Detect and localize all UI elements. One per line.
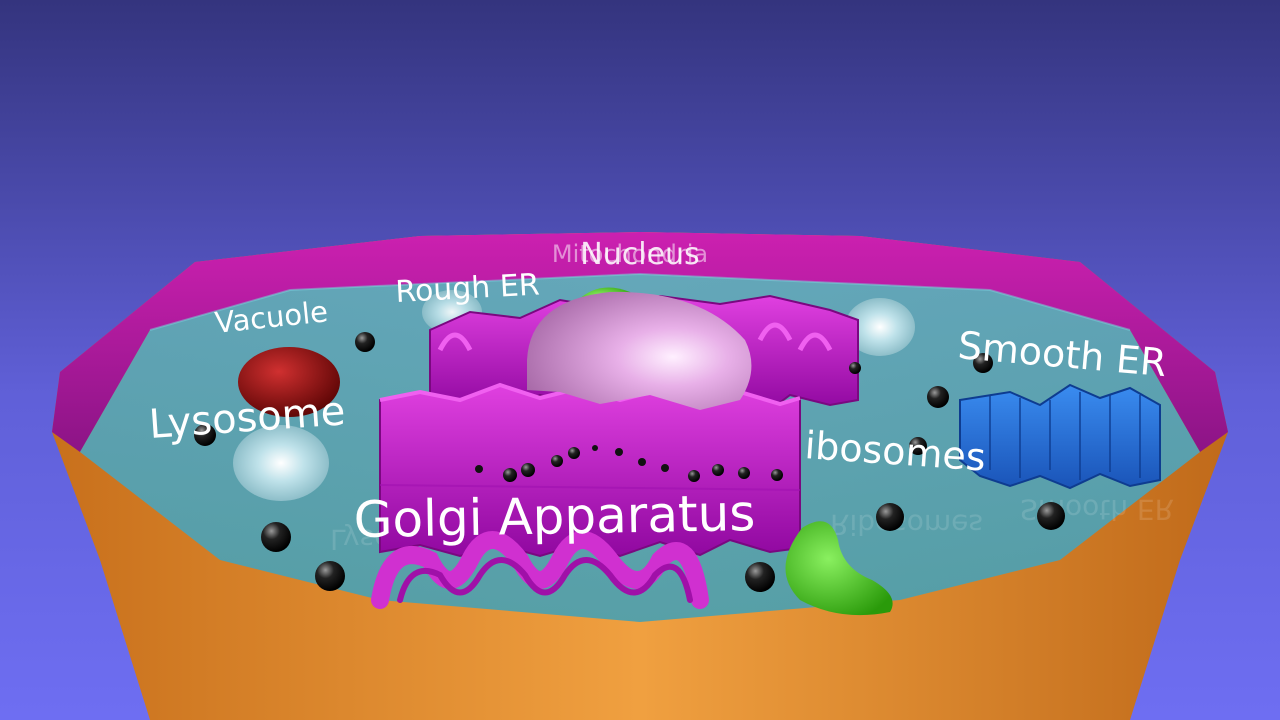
er-ribosome <box>615 448 623 456</box>
er-ribosome <box>551 455 563 467</box>
cytoplasm-rim-top <box>149 272 1131 331</box>
er-ribosome <box>688 470 700 482</box>
er-ribosome <box>568 447 580 459</box>
golgi-apparatus <box>371 531 709 609</box>
rough-er-ribosomes <box>475 445 783 482</box>
free-ribosome <box>876 503 904 531</box>
er-ribosome <box>661 464 669 472</box>
er-ribosome <box>638 458 646 466</box>
label-rough-er: Rough ER <box>395 267 541 310</box>
er-ribosome <box>771 469 783 481</box>
vacuole-left <box>233 425 329 501</box>
er-ribosome <box>521 463 535 477</box>
mitochondria-front <box>785 521 893 616</box>
free-ribosome <box>261 522 291 552</box>
svg-text:Ribosomes: Ribosomes <box>830 508 983 541</box>
vacuole-back-right <box>845 298 915 356</box>
lysosome <box>238 347 340 417</box>
er-ribosome <box>712 464 724 476</box>
er-ribosome <box>503 468 517 482</box>
free-ribosome <box>927 386 949 408</box>
smooth-er <box>959 383 1161 490</box>
er-ribosome <box>738 467 750 479</box>
free-ribosome <box>194 424 216 446</box>
free-ribosomes <box>194 332 1065 592</box>
er-ribosome <box>592 445 598 451</box>
nucleus <box>527 291 752 410</box>
free-ribosome <box>849 362 861 374</box>
er-ribosome <box>475 465 483 473</box>
free-ribosome <box>355 332 375 352</box>
free-ribosome <box>1037 502 1065 530</box>
free-ribosome <box>315 561 345 591</box>
free-ribosome <box>973 353 993 373</box>
label-nucleus: Nucleus <box>580 237 699 272</box>
label-mitochondria: Mitochondria <box>552 240 708 268</box>
free-ribosome <box>745 562 775 592</box>
label-golgi-apparatus: Golgi Apparatus <box>353 484 756 549</box>
free-ribosome <box>909 437 927 455</box>
